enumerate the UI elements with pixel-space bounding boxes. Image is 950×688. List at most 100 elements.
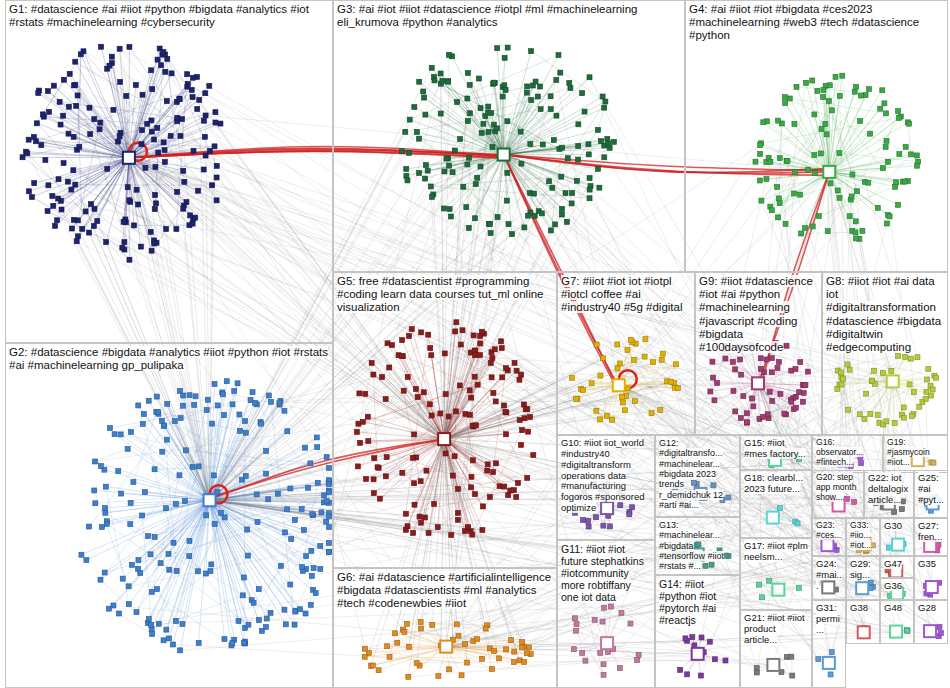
network-edge	[27, 153, 209, 500]
network-edge	[210, 500, 406, 530]
network-edge	[772, 371, 791, 373]
network-vertex	[212, 144, 217, 149]
network-edge	[417, 132, 836, 590]
network-vertex	[121, 219, 126, 224]
network-edge	[210, 500, 420, 516]
network-edge	[619, 385, 896, 631]
network-edge	[444, 388, 675, 439]
network-vertex	[74, 239, 79, 244]
network-edge	[829, 172, 877, 208]
network-vertex	[155, 125, 160, 130]
network-edge	[121, 434, 698, 554]
network-edge	[444, 99, 467, 440]
network-edge	[129, 158, 931, 511]
network-vertex	[66, 104, 71, 109]
network-edge	[148, 500, 210, 623]
network-vertex	[218, 121, 223, 126]
network-edge	[133, 412, 156, 482]
strong-tie	[504, 155, 828, 173]
network-vertex	[117, 46, 122, 51]
network-vertex	[88, 132, 93, 137]
network-vertex	[213, 120, 218, 125]
network-vertex	[143, 165, 148, 170]
network-edge	[177, 500, 210, 571]
network-vertex	[53, 223, 58, 228]
network-edge	[778, 217, 827, 460]
network-vertex	[91, 223, 96, 228]
network-edge	[210, 500, 898, 593]
network-edge	[444, 342, 632, 439]
network-vertex	[133, 83, 138, 88]
network-edge	[78, 123, 100, 221]
network-edge	[504, 155, 675, 384]
network-edge	[504, 88, 571, 155]
network-vertex	[201, 118, 206, 123]
network-edge	[444, 340, 631, 439]
network-edge	[446, 398, 752, 646]
network-edge	[758, 383, 907, 630]
network-vertex	[118, 79, 123, 84]
network-edge	[45, 160, 209, 500]
network-edge	[115, 392, 223, 434]
network-edge	[210, 455, 534, 500]
network-edge	[257, 404, 447, 646]
network-edge	[206, 115, 210, 500]
network-edge	[189, 500, 209, 556]
strong-tie	[207, 439, 444, 499]
network-edge	[210, 224, 509, 500]
network-edge	[210, 499, 380, 501]
network-vertex	[145, 121, 150, 126]
network-edge	[89, 158, 129, 233]
network-edge	[180, 500, 209, 650]
network-edge	[369, 439, 444, 653]
network-edge	[48, 158, 129, 211]
network-vertex	[97, 127, 102, 132]
network-edge	[199, 100, 209, 500]
network-edge	[49, 112, 129, 158]
network-edge	[95, 449, 128, 462]
network-edge	[883, 373, 933, 389]
network-vertex	[104, 240, 109, 245]
network-edge	[444, 357, 644, 440]
network-vertex	[34, 121, 39, 126]
network-edge	[163, 52, 444, 439]
network-edge	[52, 158, 129, 196]
network-edge	[444, 439, 522, 642]
network-edge	[155, 52, 164, 209]
network-edge	[210, 500, 296, 611]
network-vertex	[201, 167, 206, 172]
network-vertex	[26, 137, 31, 142]
network-edge	[121, 434, 757, 668]
network-edge	[444, 439, 511, 640]
network-vertex	[78, 52, 83, 57]
strong-tie	[504, 155, 827, 176]
network-edge	[75, 85, 444, 439]
strong-tie	[504, 155, 617, 384]
network-edge	[390, 439, 445, 657]
network-edge	[409, 336, 444, 439]
network-edge	[75, 62, 870, 588]
network-edge	[433, 194, 444, 439]
network-vertex	[46, 183, 51, 188]
network-edge	[164, 426, 177, 571]
network-edge	[72, 158, 129, 229]
network-edge	[441, 439, 444, 645]
network-edge	[506, 411, 735, 649]
network-vertex	[29, 195, 34, 200]
network-edge	[137, 383, 238, 612]
network-edge	[761, 96, 839, 201]
network-edge	[444, 362, 653, 439]
network-edge	[94, 490, 209, 500]
network-edge	[172, 73, 929, 539]
network-vertex	[80, 226, 85, 231]
network-edge	[75, 158, 129, 185]
network-edge	[131, 500, 210, 503]
network-edge	[504, 155, 940, 627]
network-edge	[210, 146, 215, 500]
network-vertex	[43, 158, 48, 163]
network-vertex	[149, 129, 154, 134]
network-edge	[444, 439, 492, 669]
network-vertex	[25, 151, 30, 156]
network-edge	[444, 80, 556, 439]
network-edge	[210, 500, 483, 530]
